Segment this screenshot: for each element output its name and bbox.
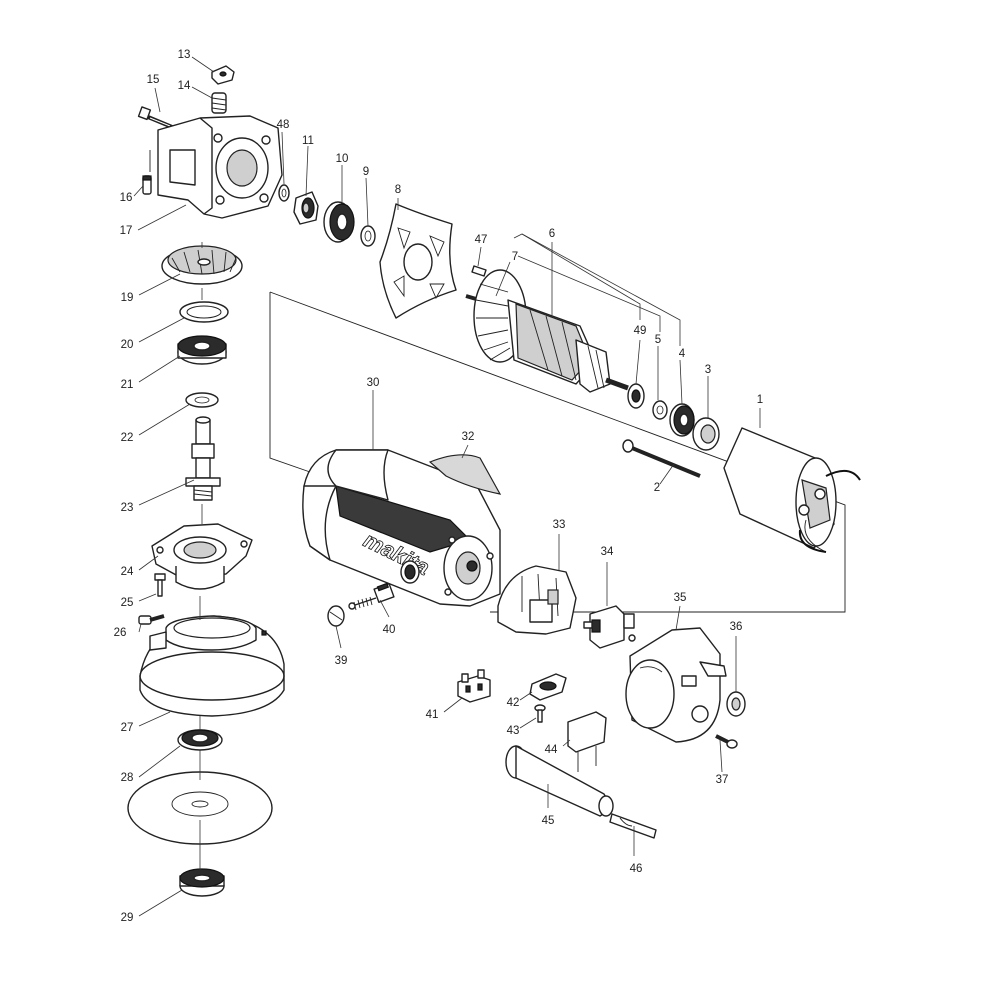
part-43-screw[interactable] [534, 704, 546, 723]
callout-3: 3 [705, 364, 711, 376]
callout-37: 37 [716, 774, 729, 786]
callout-22: 22 [121, 432, 134, 444]
callout-11: 11 [302, 135, 314, 147]
part-42-cord-clamp[interactable] [529, 673, 567, 701]
callout-44: 44 [545, 744, 558, 756]
callout-47: 47 [475, 234, 488, 246]
part-1-field-stator[interactable] [723, 427, 861, 553]
part-49-washer[interactable] [627, 383, 645, 409]
callout-7: 7 [512, 251, 518, 263]
part-40-carbon-brush[interactable] [348, 582, 395, 611]
callout-48: 48 [277, 119, 290, 131]
part-39-brush-holder-cap[interactable] [327, 605, 345, 627]
callout-labels: 13 14 15 16 17 48 11 10 9 8 47 7 6 19 20… [114, 49, 764, 924]
callout-32: 32 [462, 431, 475, 443]
callout-45: 45 [542, 815, 555, 827]
part-35-rear-cover[interactable] [625, 627, 727, 743]
part-14-spring[interactable] [211, 92, 227, 114]
part-44-noise-suppressor[interactable] [567, 711, 607, 772]
part-30-motor-housing[interactable]: makita [302, 449, 501, 607]
part-4-ball-bearing[interactable] [669, 403, 695, 437]
callout-15: 15 [147, 74, 160, 86]
callout-49: 49 [634, 325, 647, 337]
callout-10: 10 [336, 153, 349, 165]
part-6-armature[interactable] [465, 269, 629, 393]
part-27-wheel-guard[interactable] [139, 615, 285, 717]
callout-23: 23 [121, 502, 134, 514]
part-17-gear-housing[interactable] [149, 115, 283, 219]
part-47-key[interactable] [471, 265, 487, 277]
part-28-inner-flange[interactable] [177, 729, 223, 751]
part-15-screw[interactable] [137, 106, 173, 129]
part-23-spindle[interactable] [185, 416, 221, 501]
callout-29: 29 [121, 912, 134, 924]
callout-39: 39 [335, 655, 348, 667]
part-26-screw[interactable] [138, 614, 165, 625]
callout-1: 1 [757, 394, 763, 406]
part-16-pin[interactable] [142, 175, 152, 195]
part-45-strain-relief-sleeve[interactable] [505, 745, 614, 817]
part-36-strain-relief[interactable] [726, 691, 746, 717]
part-33-switch-holder[interactable] [497, 565, 577, 635]
part-10-ball-bearing[interactable] [323, 201, 355, 243]
callout-8: 8 [395, 184, 401, 196]
part-2-screw[interactable] [622, 439, 701, 478]
callout-35: 35 [674, 592, 687, 604]
part-20-retaining-ring[interactable] [179, 301, 229, 323]
part-21-ball-bearing[interactable] [177, 335, 227, 365]
part-32-nameplate[interactable] [428, 454, 502, 495]
callout-28: 28 [121, 772, 134, 784]
callout-42: 42 [507, 697, 520, 709]
callout-21: 21 [121, 379, 134, 391]
part-29-lock-nut[interactable] [179, 868, 225, 897]
callout-13: 13 [178, 49, 191, 61]
part-3-rubber-ring[interactable] [692, 417, 720, 451]
part-22-washer[interactable] [185, 392, 219, 408]
part-24-bearing-box[interactable] [151, 523, 253, 590]
callout-30: 30 [367, 377, 380, 389]
callout-4: 4 [679, 348, 686, 360]
callout-2: 2 [654, 482, 660, 494]
callout-34: 34 [601, 546, 614, 558]
callout-40: 40 [383, 624, 396, 636]
callout-14: 14 [178, 80, 191, 92]
part-46-power-cord[interactable] [609, 813, 657, 839]
part-25-screw[interactable] [154, 573, 166, 597]
part-5-washer[interactable] [652, 400, 668, 420]
callout-6: 6 [549, 228, 555, 240]
callout-26: 26 [114, 627, 127, 639]
callout-19: 19 [121, 292, 134, 304]
callout-41: 41 [426, 709, 439, 721]
part-11-pinion-gear[interactable] [293, 191, 319, 225]
callout-27: 27 [121, 722, 134, 734]
leader-lines [133, 56, 761, 917]
callout-24: 24 [121, 566, 134, 578]
callout-36: 36 [730, 621, 743, 633]
callout-16: 16 [120, 192, 133, 204]
callout-17: 17 [120, 225, 133, 237]
part-8-baffle-plate[interactable] [379, 203, 457, 319]
callout-20: 20 [121, 339, 134, 351]
part-34-switch[interactable] [583, 605, 636, 649]
callout-9: 9 [363, 166, 369, 178]
callout-33: 33 [553, 519, 566, 531]
callout-46: 46 [630, 863, 643, 875]
part-41-terminal-block[interactable] [457, 669, 491, 703]
callout-5: 5 [655, 334, 661, 346]
callout-43: 43 [507, 725, 520, 737]
part-48-retaining-ring[interactable] [278, 184, 290, 202]
part-37-screw[interactable] [715, 734, 738, 749]
callout-25: 25 [121, 597, 134, 609]
part-19-spiral-bevel-gear[interactable] [161, 245, 243, 285]
part-13-lock-nut[interactable] [211, 65, 235, 85]
part-9-washer[interactable] [360, 225, 376, 247]
